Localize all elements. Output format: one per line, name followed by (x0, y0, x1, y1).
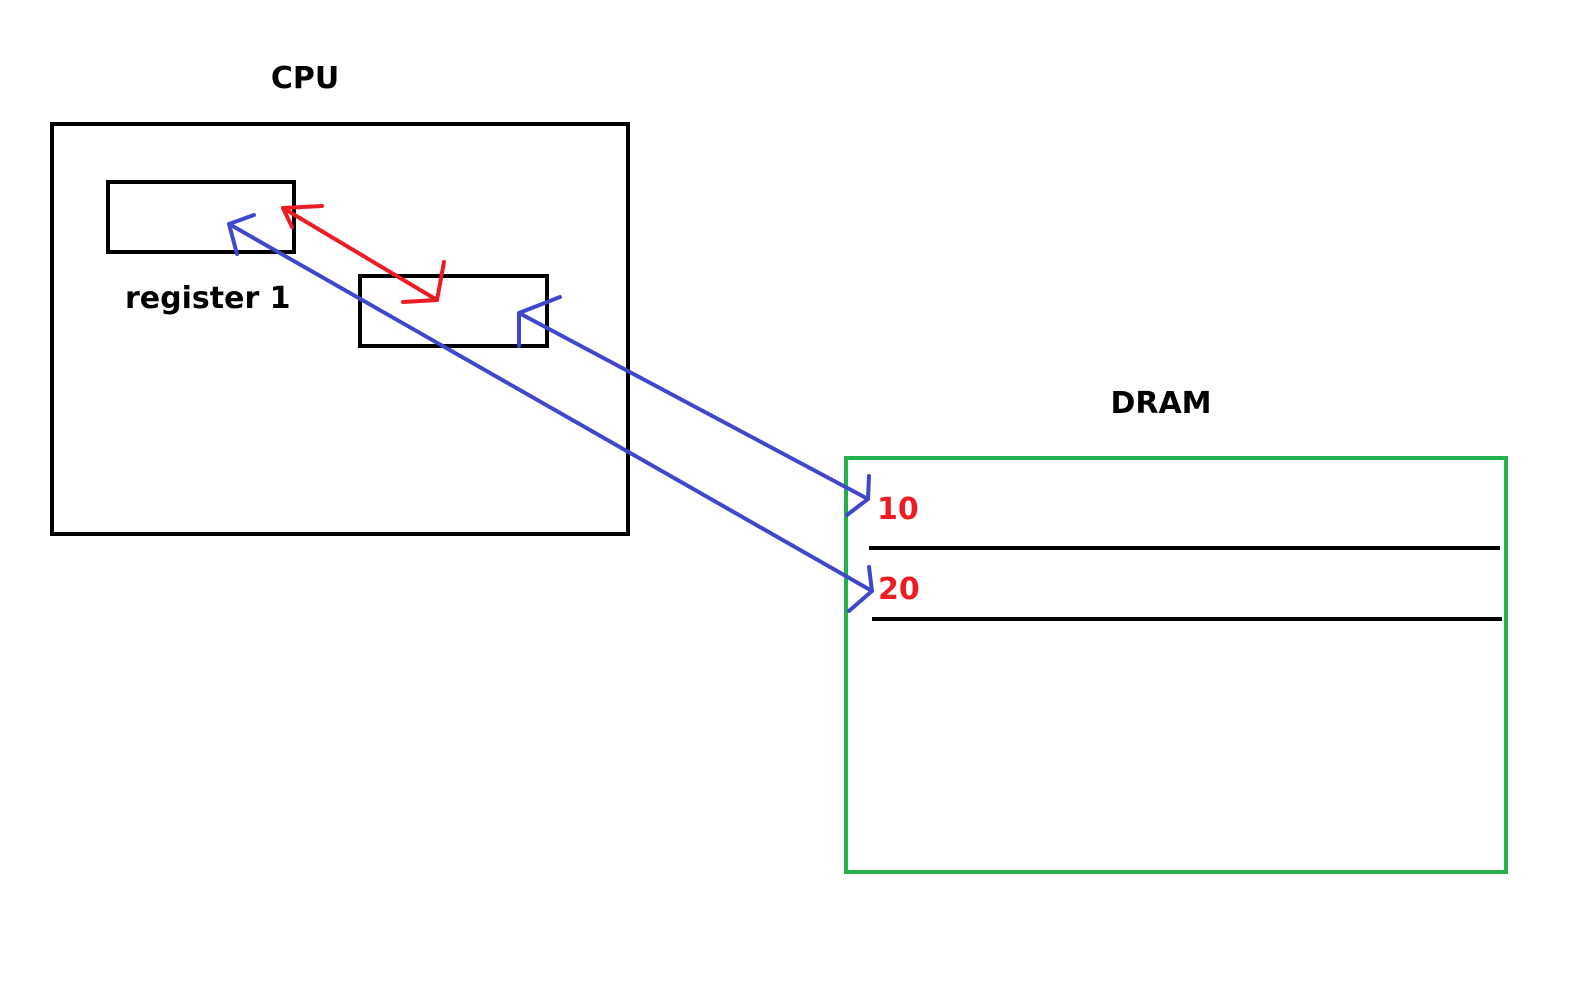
dram-cell-value-1: 10 (877, 492, 919, 527)
transfer-arrow-cell-20-head-cpu (227, 213, 256, 256)
register-1-box (106, 180, 296, 254)
transfer-arrow-cell-20-head-dram (847, 565, 874, 613)
transfer-arrow-cell-10-head-dram (845, 474, 871, 517)
register-1-label: register 1 (125, 281, 291, 316)
dram-box (844, 456, 1508, 874)
transfer-arrow-cell-10-head-cpu (517, 295, 562, 348)
cpu-title: CPU (271, 61, 339, 96)
dram-cell-value-2: 20 (878, 572, 920, 607)
cpu-box (50, 122, 630, 536)
internal-arrowhead-start (281, 204, 324, 229)
register-2-box (358, 274, 549, 348)
transfer-arrow-cell-20-shaft (227, 222, 874, 593)
dram-title: DRAM (1110, 386, 1211, 421)
internal-transfer-arrow (281, 204, 446, 304)
transfer-arrow-cell-10-shaft (517, 311, 870, 501)
internal-arrow-shaft (281, 206, 439, 302)
internal-arrowhead-end (401, 260, 446, 304)
transfer-arrow-cell-10 (517, 295, 871, 517)
transfer-arrow-cell-20 (227, 213, 874, 613)
